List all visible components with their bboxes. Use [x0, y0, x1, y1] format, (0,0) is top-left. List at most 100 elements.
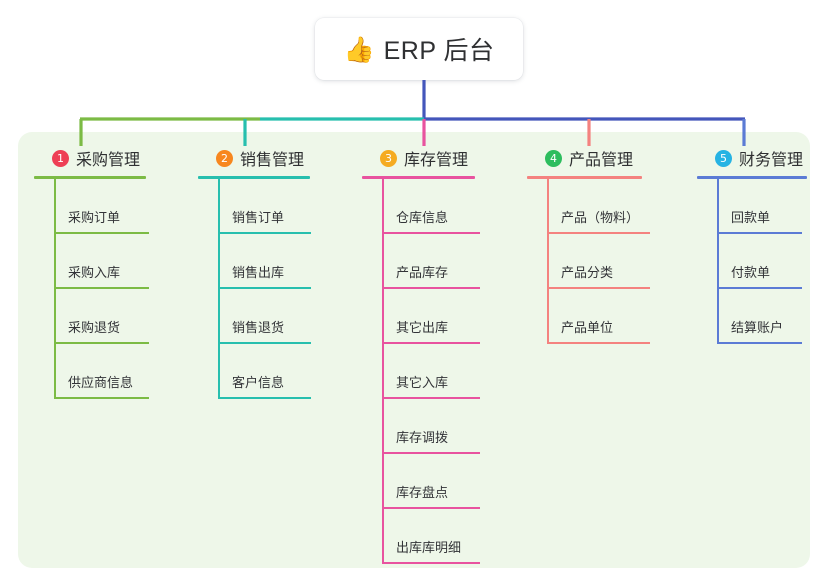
branch-item[interactable]: 库存调拨 — [382, 399, 480, 454]
branch-item[interactable]: 产品（物料） — [547, 179, 650, 234]
branch-item-rule — [382, 452, 480, 454]
branch-number-badge: 1 — [52, 149, 69, 167]
root-node-title: ERP 后台 — [383, 37, 495, 65]
branch-item-label: 采购入库 — [68, 265, 121, 280]
branch-item[interactable]: 客户信息 — [218, 344, 311, 399]
branch-item-rule — [382, 397, 480, 399]
root-node[interactable]: 👍 ERP 后台 — [315, 18, 523, 80]
branch-item-label: 供应商信息 — [68, 375, 134, 390]
branch-item-label: 回款单 — [731, 210, 771, 225]
branch-item[interactable]: 销售订单 — [218, 179, 311, 234]
branch-children: 仓库信息产品库存其它出库其它入库库存调拨库存盘点出库库明细 — [362, 179, 480, 564]
branch-children: 产品（物料） 产品分类产品单位 — [527, 179, 650, 344]
branch-item[interactable]: 产品分类 — [547, 234, 650, 289]
branch-item-label: 销售退货 — [232, 320, 285, 335]
branch-item-rule — [54, 287, 149, 289]
branch-item-rule — [218, 232, 311, 234]
branch-item-rule — [218, 397, 311, 399]
branch-item-rule — [382, 287, 480, 289]
branch-spine — [54, 179, 56, 399]
branch-item-rule — [382, 562, 480, 564]
branch-number-badge: 5 — [715, 149, 732, 167]
branch-header-1[interactable]: 1 采购管理 — [34, 146, 146, 170]
branch-item-rule — [382, 232, 480, 234]
branch-item-label: 仓库信息 — [396, 210, 449, 225]
branch-item[interactable]: 产品单位 — [547, 289, 650, 344]
branch-item-rule — [717, 287, 802, 289]
branch-header-rule — [527, 176, 642, 179]
branch-number-badge: 3 — [380, 149, 397, 167]
branch-item-label: 采购订单 — [68, 210, 121, 225]
branch-spine — [218, 179, 220, 399]
branch-item[interactable]: 供应商信息 — [54, 344, 149, 399]
branch-item[interactable]: 仓库信息 — [382, 179, 480, 234]
branch-title: 库存管理 — [404, 152, 469, 169]
branch-item[interactable]: 销售退货 — [218, 289, 311, 344]
branch-children: 销售订单销售出库销售退货客户信息 — [198, 179, 311, 399]
branch-item[interactable]: 结算账户 — [717, 289, 807, 344]
branch-item-rule — [218, 287, 311, 289]
branch-item[interactable]: 库存盘点 — [382, 454, 480, 509]
branch-item-rule — [218, 342, 311, 344]
branch-item[interactable]: 采购退货 — [54, 289, 149, 344]
branch-item-rule — [382, 342, 480, 344]
branch-item-rule — [547, 342, 650, 344]
branch-item-label: 库存盘点 — [396, 485, 449, 500]
branch-header-rule — [697, 176, 807, 179]
branch-spine — [382, 179, 384, 564]
branch-header-3[interactable]: 3 库存管理 — [362, 146, 475, 170]
branch-title: 采购管理 — [76, 152, 141, 169]
diagram-background-panel — [18, 132, 810, 568]
branch-item-label: 产品单位 — [561, 320, 614, 335]
branch-item[interactable]: 采购入库 — [54, 234, 149, 289]
branch-header-rule — [34, 176, 146, 179]
branch-item[interactable]: 采购订单 — [54, 179, 149, 234]
branch-item[interactable]: 产品库存 — [382, 234, 480, 289]
branch-item-label: 付款单 — [731, 265, 771, 280]
branch-children: 采购订单采购入库采购退货供应商信息 — [34, 179, 149, 399]
branch-item-label: 产品（物料） — [561, 210, 640, 225]
branch-item-label: 库存调拨 — [396, 430, 449, 445]
branch-item-label: 其它出库 — [396, 320, 449, 335]
branch-item-rule — [54, 397, 149, 399]
branch-item-label: 客户信息 — [232, 375, 285, 390]
branch-item-label: 产品分类 — [561, 265, 614, 280]
branch-item[interactable]: 回款单 — [717, 179, 807, 234]
branch-title: 销售管理 — [240, 152, 305, 169]
branch-item-rule — [717, 232, 802, 234]
branch-spine — [547, 179, 549, 344]
branch-item-rule — [54, 342, 149, 344]
branch-item[interactable]: 出库库明细 — [382, 509, 480, 564]
branch-item[interactable]: 其它入库 — [382, 344, 480, 399]
branch-column-3: 3 库存管理仓库信息产品库存其它出库其它入库库存调拨库存盘点出库库明细 — [362, 146, 480, 564]
branch-item-label: 销售出库 — [232, 265, 285, 280]
branch-item-rule — [382, 507, 480, 509]
branch-item-label: 其它入库 — [396, 375, 449, 390]
branch-header-rule — [362, 176, 475, 179]
branch-title: 产品管理 — [569, 152, 634, 169]
branch-item-label: 采购退货 — [68, 320, 121, 335]
branch-item[interactable]: 其它出库 — [382, 289, 480, 344]
branch-item-rule — [54, 232, 149, 234]
branch-item-rule — [547, 232, 650, 234]
branch-item-label: 结算账户 — [731, 320, 784, 335]
branch-spine — [717, 179, 719, 344]
thumbs-up-icon: 👍 — [343, 35, 375, 64]
branch-item-rule — [717, 342, 802, 344]
branch-children: 回款单付款单结算账户 — [697, 179, 807, 344]
branch-item[interactable]: 付款单 — [717, 234, 807, 289]
branch-item-label: 出库库明细 — [396, 540, 462, 555]
branch-item-label: 销售订单 — [232, 210, 285, 225]
branch-item[interactable]: 销售出库 — [218, 234, 311, 289]
branch-item-rule — [547, 287, 650, 289]
branch-number-badge: 2 — [216, 149, 233, 167]
branch-item-label: 产品库存 — [396, 265, 449, 280]
branch-column-1: 1 采购管理采购订单采购入库采购退货供应商信息 — [34, 146, 149, 399]
branch-header-2[interactable]: 2 销售管理 — [198, 146, 310, 170]
branch-header-rule — [198, 176, 310, 179]
